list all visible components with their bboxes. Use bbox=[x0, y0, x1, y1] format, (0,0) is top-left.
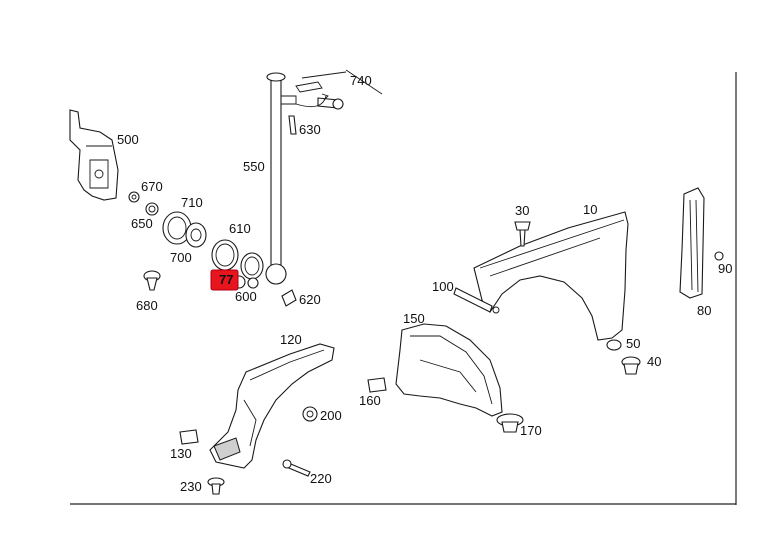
svg-text:50: 50 bbox=[626, 336, 640, 351]
part-620-screw bbox=[281, 289, 297, 307]
callout-500[interactable]: 500 bbox=[117, 132, 139, 147]
callout-160[interactable]: 160 bbox=[359, 393, 381, 408]
part-500-bracket bbox=[69, 109, 119, 201]
svg-text:220: 220 bbox=[310, 471, 332, 486]
svg-text:600: 600 bbox=[235, 289, 257, 304]
part-170-grommet bbox=[496, 413, 524, 433]
svg-text:710: 710 bbox=[181, 195, 203, 210]
part-30-clip bbox=[514, 221, 531, 247]
svg-text:160: 160 bbox=[359, 393, 381, 408]
part-200-grommet bbox=[302, 406, 318, 422]
callout-610[interactable]: 610 bbox=[229, 221, 251, 236]
callout-130[interactable]: 130 bbox=[170, 446, 192, 461]
svg-text:30: 30 bbox=[515, 203, 529, 218]
part-230-pin bbox=[207, 477, 225, 495]
callout-740[interactable]: 740 bbox=[350, 73, 372, 88]
callout-230[interactable]: 230 bbox=[180, 479, 202, 494]
svg-text:170: 170 bbox=[520, 423, 542, 438]
callout-710[interactable]: 710 bbox=[181, 195, 203, 210]
svg-text:230: 230 bbox=[180, 479, 202, 494]
svg-text:90: 90 bbox=[718, 261, 732, 276]
callout-170[interactable]: 170 bbox=[520, 423, 542, 438]
callout-550[interactable]: 550 bbox=[243, 159, 265, 174]
part-80-trim bbox=[679, 187, 705, 299]
svg-text:620: 620 bbox=[299, 292, 321, 307]
callout-90[interactable]: 90 bbox=[718, 261, 732, 276]
part-680-pin bbox=[143, 270, 161, 291]
part-120-liner bbox=[209, 343, 335, 469]
callout-680[interactable]: 680 bbox=[136, 298, 158, 313]
part-220-screw bbox=[282, 459, 311, 477]
svg-text:670: 670 bbox=[141, 179, 163, 194]
part-130-clip bbox=[179, 429, 199, 445]
selected-callout-77[interactable]: 77 bbox=[210, 269, 239, 291]
svg-text:100: 100 bbox=[432, 279, 454, 294]
part-700-bushing bbox=[185, 222, 207, 248]
callout-630[interactable]: 630 bbox=[299, 122, 321, 137]
svg-text:610: 610 bbox=[229, 221, 251, 236]
svg-text:80: 80 bbox=[697, 303, 711, 318]
part-50-washer bbox=[606, 339, 622, 351]
callout-200[interactable]: 200 bbox=[320, 408, 342, 423]
part-100-strip bbox=[453, 287, 500, 314]
svg-text:500: 500 bbox=[117, 132, 139, 147]
part-600-ring bbox=[232, 252, 264, 289]
callout-80[interactable]: 80 bbox=[697, 303, 711, 318]
part-160-clip bbox=[367, 377, 387, 393]
part-630-pin bbox=[288, 115, 297, 135]
svg-text:200: 200 bbox=[320, 408, 342, 423]
callout-220[interactable]: 220 bbox=[310, 471, 332, 486]
part-740-clip bbox=[295, 69, 383, 110]
svg-text:680: 680 bbox=[136, 298, 158, 313]
part-10-fender bbox=[473, 211, 629, 341]
svg-text:150: 150 bbox=[403, 311, 425, 326]
callout-10[interactable]: 10 bbox=[583, 202, 597, 217]
part-40-grommet bbox=[621, 356, 641, 375]
svg-text:650: 650 bbox=[131, 216, 153, 231]
svg-text:740: 740 bbox=[350, 73, 372, 88]
callout-700[interactable]: 700 bbox=[170, 250, 192, 265]
callout-50[interactable]: 50 bbox=[626, 336, 640, 351]
svg-text:700: 700 bbox=[170, 250, 192, 265]
svg-text:120: 120 bbox=[280, 332, 302, 347]
callout-40[interactable]: 40 bbox=[647, 354, 661, 369]
callout-120[interactable]: 120 bbox=[280, 332, 302, 347]
part-150-liner bbox=[395, 323, 503, 417]
callout-30[interactable]: 30 bbox=[515, 203, 529, 218]
svg-text:10: 10 bbox=[583, 202, 597, 217]
callout-600[interactable]: 600 bbox=[235, 289, 257, 304]
callout-650[interactable]: 650 bbox=[131, 216, 153, 231]
svg-text:130: 130 bbox=[170, 446, 192, 461]
svg-text:630: 630 bbox=[299, 122, 321, 137]
svg-text:40: 40 bbox=[647, 354, 661, 369]
callout-100[interactable]: 100 bbox=[432, 279, 454, 294]
part-550-rod bbox=[265, 72, 297, 285]
part-90-screw bbox=[714, 251, 724, 261]
callout-620[interactable]: 620 bbox=[299, 292, 321, 307]
part-670-washer bbox=[128, 191, 140, 203]
part-650-washer bbox=[145, 202, 159, 216]
callout-670[interactable]: 670 bbox=[141, 179, 163, 194]
svg-text:77: 77 bbox=[219, 272, 233, 287]
part-610-ring bbox=[211, 239, 239, 271]
svg-text:550: 550 bbox=[243, 159, 265, 174]
callout-150[interactable]: 150 bbox=[403, 311, 425, 326]
